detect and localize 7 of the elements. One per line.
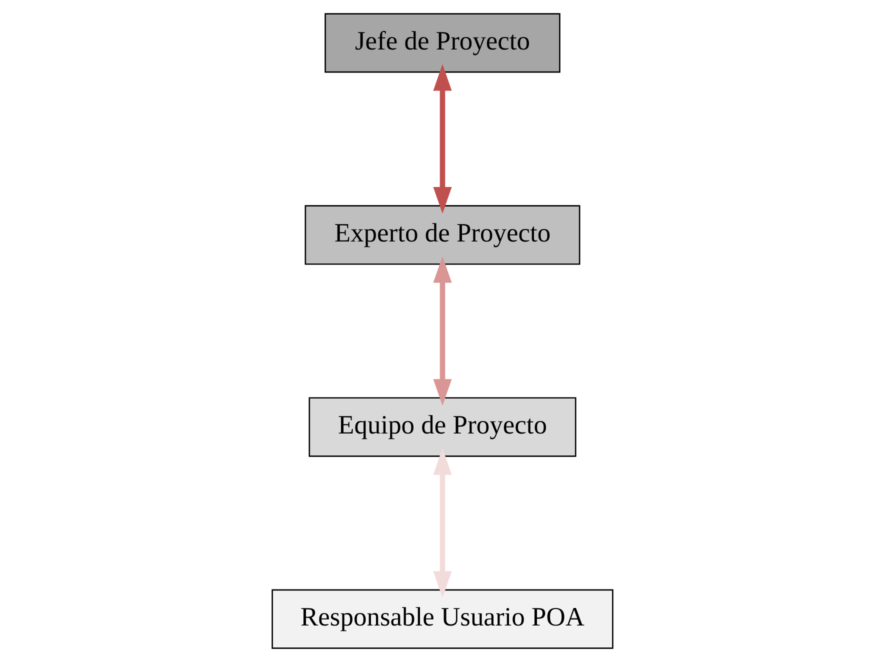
arrow [433,64,452,214]
node-box: Jefe de Proyecto [324,13,560,73]
arrow [433,256,452,406]
arrow [433,448,452,598]
node-box: Responsable Usuario POA [272,589,614,649]
node-box: Experto de Proyecto [304,205,580,265]
node-box: Equipo de Proyecto [308,397,576,457]
